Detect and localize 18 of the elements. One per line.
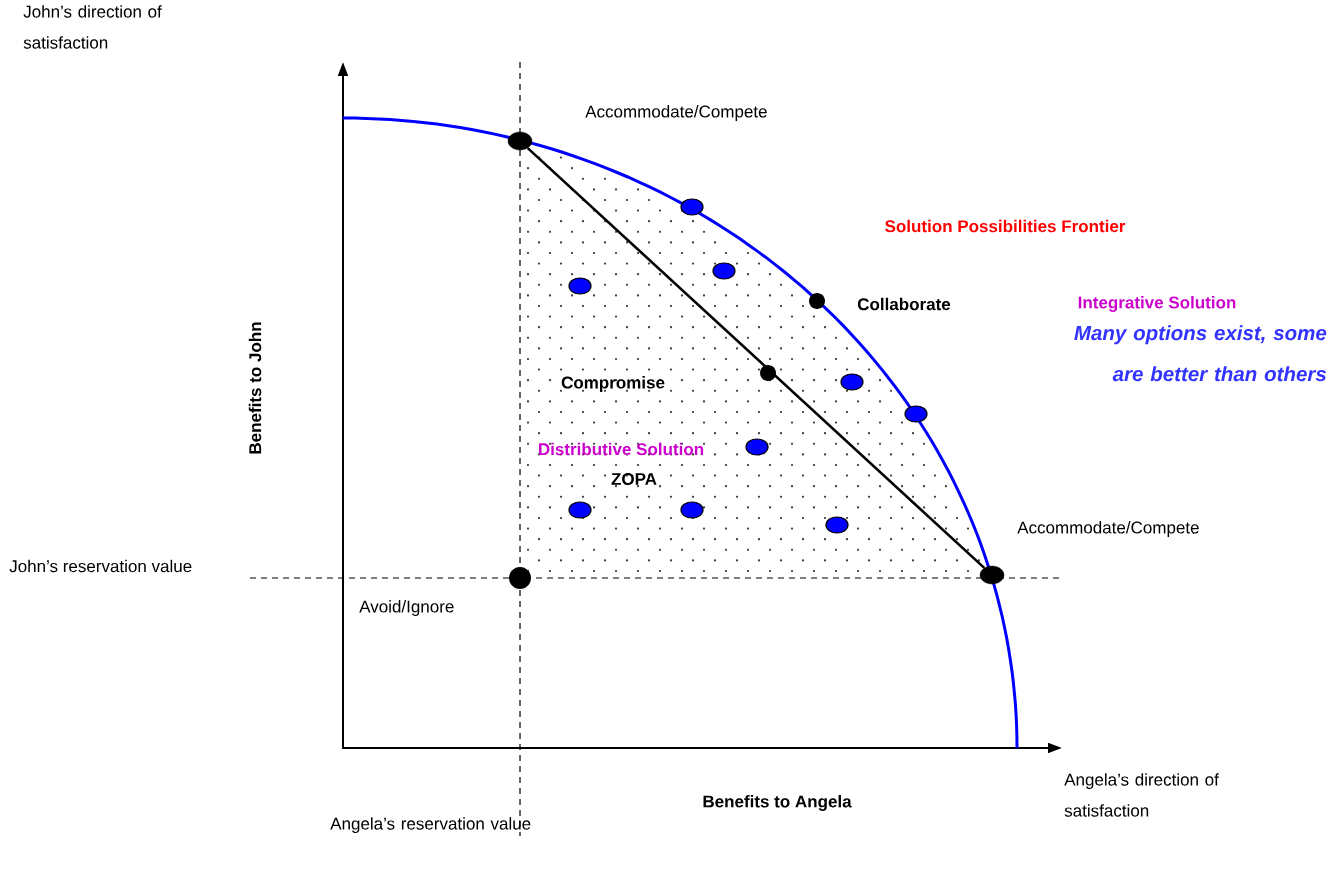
- point-dot: [979, 565, 1005, 585]
- axis-title: Benefits to John: [248, 322, 262, 454]
- region-label: Compromise: [561, 376, 665, 392]
- point-dot: [507, 131, 533, 151]
- axis-label: Angela’s reservation value: [330, 817, 531, 834]
- region-label: ZOPA: [611, 473, 657, 485]
- axis-label: John’s direction of satisfaction: [23, 5, 162, 49]
- region-label: Accommodate/Compete: [585, 105, 767, 121]
- region-label: Collaborate: [857, 297, 951, 311]
- solution-label: Distributive Solution: [539, 442, 704, 456]
- curve-label: Solution Possibilities Frontier: [885, 219, 1126, 233]
- solution-label: Integrative Solution: [1078, 296, 1236, 312]
- region-label: Avoid/Ignore: [359, 600, 454, 616]
- region-label: Accommodate/Compete: [1017, 521, 1199, 537]
- axis-title: Benefits to Angela: [703, 795, 852, 811]
- axis-label: Angela’s direction of satisfaction: [1064, 773, 1219, 817]
- note-text: Many options exist, some are better than others: [1074, 325, 1327, 382]
- axis-label: John’s reservation value: [9, 559, 192, 573]
